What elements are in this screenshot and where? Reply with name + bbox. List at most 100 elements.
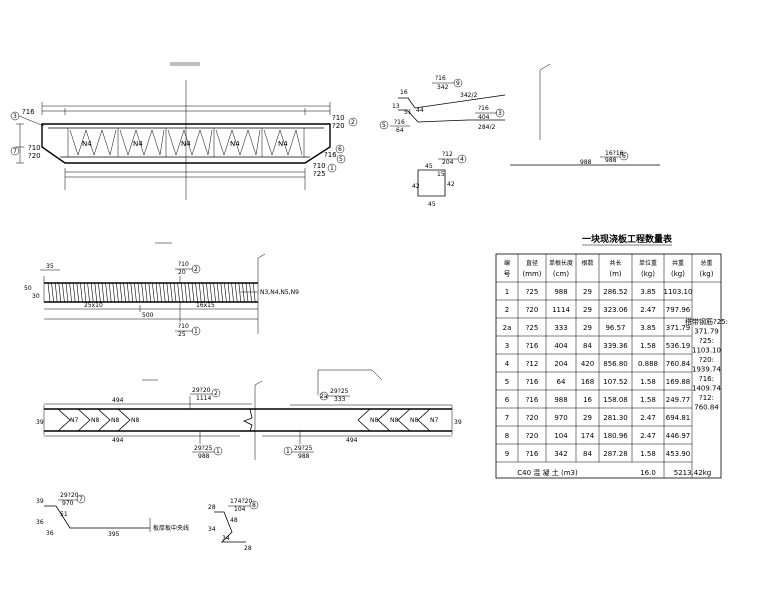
table-cell: 6 <box>505 396 510 404</box>
stirrup-line <box>90 282 94 303</box>
table-total-cell: ?25: <box>699 337 714 345</box>
bar-number: 2 <box>351 119 355 126</box>
table-cell: 323.06 <box>603 306 628 314</box>
dim-label: 29?20 <box>192 387 211 394</box>
bar-number-circle <box>211 388 221 398</box>
quantity-table: 一块现浇板工程数量表 编号直径(mm)单根长度(cm)根数共长(m)单位重(kg… <box>495 233 728 479</box>
dim-label: 16x15 <box>196 302 215 309</box>
dim-label: 28 <box>208 504 216 511</box>
dim-label: ?12 <box>442 151 453 158</box>
table-cell: 797.96 <box>666 306 691 314</box>
table-cell: ?20 <box>526 432 539 440</box>
table-cell: 8 <box>505 432 509 440</box>
stirrup-line <box>159 282 162 303</box>
table-cell: ?12 <box>526 360 539 368</box>
bar-number: 1 <box>286 448 290 455</box>
long-section: ?10 20 2 35 50 30 N3,N4,N5,N9 25x10 16x1… <box>24 242 299 338</box>
table-cell: 420 <box>581 360 594 368</box>
dim-label: 970 <box>62 500 74 507</box>
bar-number-circle <box>327 163 337 173</box>
dim-label: 51 <box>404 109 412 116</box>
bar-number-circle <box>348 117 358 127</box>
bar-number-circle <box>453 78 463 88</box>
stirrup-line <box>245 282 249 303</box>
bar-number: 6 <box>338 146 342 153</box>
table-header-unit: (kg) <box>641 270 655 278</box>
stirrup-line <box>162 282 166 303</box>
bar-number: 5 <box>382 122 386 129</box>
dim-label: 34 <box>222 535 230 542</box>
rebar-label: ?25 <box>313 170 326 178</box>
dim-label: 29?25 <box>194 445 213 452</box>
table-cell: 84 <box>583 342 592 350</box>
bar-number-circle <box>379 120 389 130</box>
stirrup-line <box>213 282 216 303</box>
bar-number: 2 <box>214 390 218 397</box>
stirrup-line <box>98 282 101 303</box>
table-header-unit: (kg) <box>700 270 714 278</box>
stirrup-line <box>220 282 224 303</box>
stirrup-line <box>137 282 141 303</box>
table-total-cell: 760.84 <box>694 404 719 412</box>
table-total-cell: 1103.10 <box>692 347 721 355</box>
table-cell: 404 <box>554 342 568 350</box>
stirrup-line <box>173 282 177 303</box>
table-cell: 169.88 <box>666 378 691 386</box>
bar-number-circle <box>191 326 201 336</box>
dim-label: 16?16 <box>605 150 624 157</box>
dim-label: 44 <box>416 107 424 114</box>
bar-number: 7 <box>79 496 83 503</box>
dim-label: ?16 <box>435 75 446 82</box>
dim-label: 1114 <box>196 395 211 402</box>
bar-label: N8 <box>410 417 418 424</box>
stirrup-line <box>54 282 58 303</box>
dim-label: 204 <box>442 159 454 166</box>
dim-label: 45 <box>425 163 433 170</box>
table-cell: ?16 <box>526 396 539 404</box>
stirrup-line <box>206 282 209 303</box>
bar-number: 3 <box>13 113 17 120</box>
rebar-label: ?20 <box>332 122 345 130</box>
bar-number-circle <box>336 154 346 164</box>
table-footer-label: C40 混 凝 土 (m3) <box>517 468 578 477</box>
table-total-cell: ?20: <box>699 356 714 364</box>
table-cell: 1.58 <box>640 378 656 386</box>
bar-number: 6 <box>622 153 626 160</box>
dim-label: ?16 <box>478 105 489 112</box>
table-cell: 856.80 <box>603 360 628 368</box>
stirrup-line <box>234 282 238 303</box>
dim-label: 29?25 <box>294 445 313 452</box>
table-cell: 1.58 <box>640 342 656 350</box>
stirrup-line <box>62 282 65 303</box>
stirrup-line <box>126 282 130 303</box>
table-cell: ?16 <box>526 378 539 386</box>
diag-bars-right: N8 N8 N8 N7 <box>357 408 438 432</box>
stirrup-line <box>72 282 76 303</box>
stirrup-line <box>252 282 256 303</box>
table-cell: 1 <box>505 288 509 296</box>
table-cell: 281.30 <box>603 414 628 422</box>
table-cell: ?20 <box>526 414 539 422</box>
table-total-cell: ?12: <box>699 394 714 402</box>
stirrup-line <box>238 282 242 303</box>
table-cell: 204 <box>554 360 568 368</box>
dim-label: 500 <box>142 312 154 319</box>
stirrup-line <box>58 282 62 303</box>
table-cell: 9 <box>505 450 509 458</box>
table-cell: 536.19 <box>666 342 691 350</box>
rebar-label: ?20 <box>28 152 41 160</box>
stirrup-line <box>116 282 119 303</box>
table-cell: ?25 <box>526 324 539 332</box>
dim-label: 284/2 <box>478 124 495 131</box>
dim-label: 50 <box>24 285 32 292</box>
table-cell: 107.52 <box>603 378 628 386</box>
table-header-unit: 号 <box>504 270 511 278</box>
table-header: 共重 <box>672 259 684 267</box>
table-cell: 1103.10 <box>664 288 693 296</box>
dim-label: 29?25 <box>330 388 349 395</box>
table-cell: 988 <box>554 396 567 404</box>
dim-label: 34 <box>208 526 216 533</box>
stirrup-line <box>224 282 227 303</box>
table-header-unit: (mm) <box>522 270 541 278</box>
stirrup-line <box>227 282 231 303</box>
